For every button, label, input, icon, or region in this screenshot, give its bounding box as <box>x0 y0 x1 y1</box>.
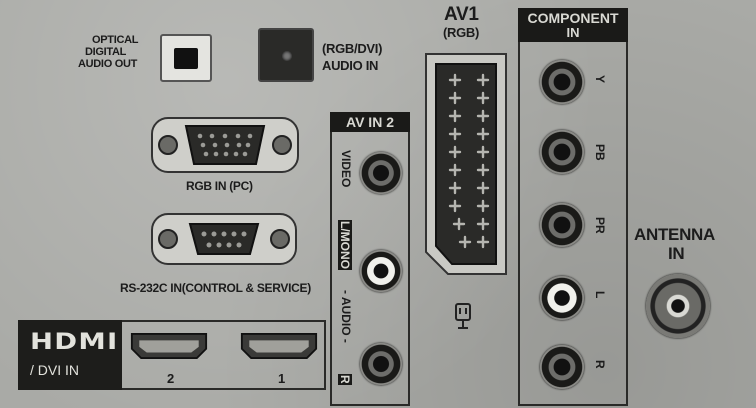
av1-title: AV1 <box>444 4 479 25</box>
rs232c-port[interactable] <box>150 210 298 268</box>
component-y-label: Y <box>593 75 607 84</box>
av-in2-r-jack[interactable] <box>360 343 402 385</box>
hdmi-port-1[interactable] <box>240 332 318 360</box>
av-in2-frame <box>330 114 410 406</box>
optical-port-opening <box>174 48 198 69</box>
av-in2-video-jack[interactable] <box>360 152 402 194</box>
component-pb-label: PB <box>593 144 607 161</box>
optical-label-2: DIGITAL <box>85 46 127 58</box>
rgb-in-pc-label: RGB IN (PC) <box>186 179 253 193</box>
rs232c-label: RS-232C IN(CONTROL & SERVICE) <box>120 281 311 295</box>
rgb-in-pc-port[interactable] <box>150 114 300 176</box>
hdmi-port-2-number: 2 <box>167 371 174 386</box>
antenna-label-2: IN <box>668 244 685 263</box>
component-pb-jack[interactable] <box>540 130 584 174</box>
av-in2-video-label: VIDEO <box>339 150 353 188</box>
hdmi-logo: HDMI <box>30 330 119 355</box>
antenna-in-jack[interactable] <box>646 274 710 338</box>
component-l-jack[interactable] <box>540 276 584 320</box>
component-y-jack[interactable] <box>540 60 584 104</box>
hdmi-port-2[interactable] <box>130 332 208 360</box>
component-pr-jack[interactable] <box>540 203 584 247</box>
hdmi-port-1-number: 1 <box>278 371 285 386</box>
antenna-label-1: ANTENNA <box>634 225 716 244</box>
component-title: COMPONENT <box>527 10 619 26</box>
hdmi-logo-panel: HDMI / DVI IN <box>18 320 122 390</box>
component-l-label: L <box>593 291 607 299</box>
component-r-jack[interactable] <box>540 345 584 389</box>
dvi-in-label: / DVI IN <box>30 362 80 378</box>
av-in2-r-label: R <box>338 374 352 385</box>
av-in2-lmono-label: L/MONO <box>338 220 352 270</box>
rgbdvi-audio-label-1: (RGB/DVI) <box>322 41 383 56</box>
av-in2-l-mono-jack[interactable] <box>360 250 402 292</box>
component-title-bar: COMPONENT IN <box>518 8 628 42</box>
audio-jack-hole <box>282 51 292 61</box>
av1-scart-port[interactable] <box>420 50 512 286</box>
rgbdvi-audio-label-2: AUDIO IN <box>322 58 379 73</box>
scart-symbol-icon <box>455 303 471 329</box>
optical-label-1: OPTICAL <box>92 34 139 46</box>
rgb-dvi-audio-in-port[interactable] <box>258 28 314 82</box>
optical-audio-out-port[interactable] <box>160 34 212 82</box>
optical-label-3: AUDIO OUT <box>78 58 138 70</box>
av-in2-audio-label: - AUDIO - <box>339 290 353 343</box>
av1-subtitle: (RGB) <box>443 25 480 40</box>
component-subtitle: IN <box>566 25 580 40</box>
av-in2-title-bar: AV IN 2 <box>330 112 410 132</box>
component-pr-label: PR <box>593 217 607 234</box>
component-r-label: R <box>593 360 607 369</box>
